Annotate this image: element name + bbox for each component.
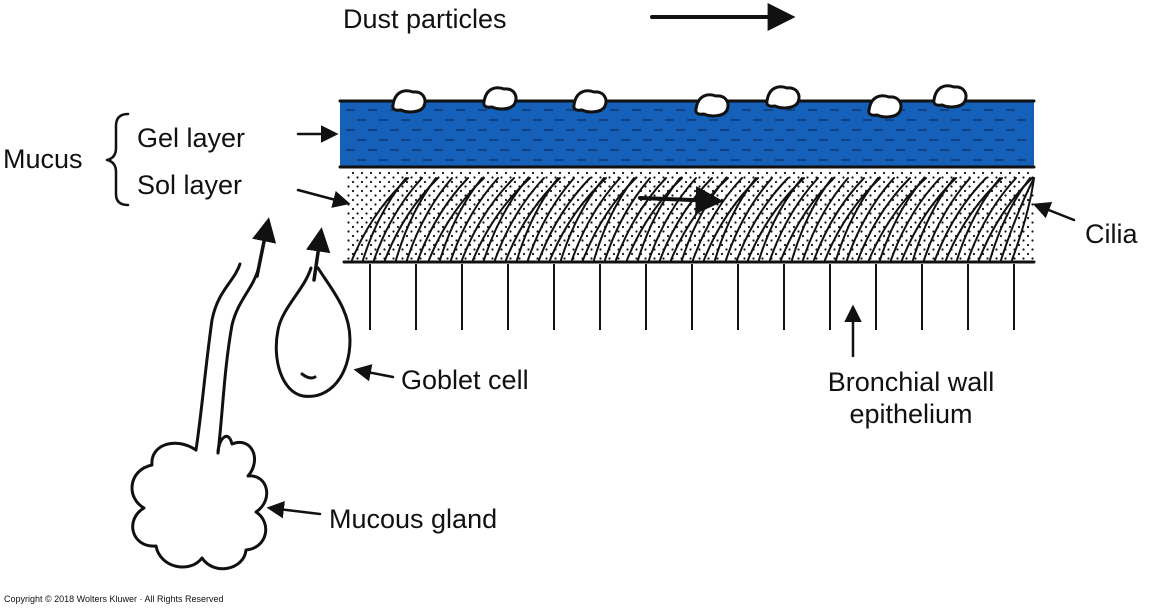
cilium bbox=[527, 177, 575, 261]
mucous-gland-duct-left bbox=[194, 262, 242, 452]
cilium bbox=[406, 177, 453, 261]
cilium bbox=[714, 177, 757, 261]
goblet-cell-label: Goblet cell bbox=[401, 365, 529, 395]
cilium bbox=[758, 177, 803, 261]
cilium bbox=[439, 177, 483, 261]
cilium bbox=[967, 177, 1017, 261]
cilium bbox=[1000, 177, 1035, 261]
mucous-gland-label: Mucous gland bbox=[329, 504, 497, 534]
cilia-pointer-arrow bbox=[1032, 202, 1076, 222]
cilium bbox=[857, 177, 911, 261]
gel-layer-label: Gel layer bbox=[137, 123, 245, 153]
cilium bbox=[516, 177, 559, 261]
mucus-label: Mucus bbox=[3, 144, 83, 174]
goblet-cell-outline bbox=[274, 266, 352, 398]
cilium bbox=[648, 177, 697, 261]
cilium bbox=[494, 177, 545, 261]
cilium bbox=[637, 177, 681, 261]
epithelium-cell-walls bbox=[369, 264, 1015, 330]
dust-particle bbox=[765, 85, 801, 110]
goblet-cell-nucleus bbox=[300, 372, 317, 380]
cilium bbox=[395, 177, 437, 261]
cilium bbox=[791, 177, 833, 261]
cilia-label: Cilia bbox=[1085, 219, 1138, 249]
cilium bbox=[1011, 177, 1035, 261]
dust-particle bbox=[482, 86, 518, 111]
cilium bbox=[813, 177, 865, 261]
mucus-bracket bbox=[105, 112, 130, 207]
cilia-strokes bbox=[351, 177, 1035, 261]
cilium bbox=[450, 177, 499, 261]
gel-layer bbox=[340, 100, 1034, 166]
cilium bbox=[802, 177, 849, 261]
cilium bbox=[846, 177, 895, 261]
sol-layer-label: Sol layer bbox=[137, 170, 242, 200]
goblet-secretion-arrow bbox=[306, 227, 331, 282]
mucous-gland-duct-right bbox=[216, 268, 260, 455]
cilium bbox=[912, 177, 955, 261]
cilium bbox=[604, 177, 651, 261]
bronchial-wall-label-line1: Bronchial wall bbox=[828, 367, 995, 397]
bronchial-wall-label-line2: epithelium bbox=[849, 399, 972, 429]
dust-particles bbox=[391, 84, 968, 119]
cilium bbox=[659, 177, 713, 261]
cilium bbox=[373, 177, 423, 261]
cilium bbox=[681, 177, 727, 261]
dust-particle bbox=[572, 89, 608, 114]
cilium bbox=[593, 177, 635, 261]
mucous-gland-pointer-arrow bbox=[266, 500, 322, 519]
cilium bbox=[615, 177, 667, 261]
mucous-gland-lobes bbox=[130, 434, 269, 571]
cilium bbox=[879, 177, 925, 261]
dust-particle bbox=[867, 94, 903, 119]
dust-particle bbox=[694, 93, 730, 118]
cilium bbox=[461, 177, 515, 261]
cilium bbox=[989, 177, 1031, 261]
cilium bbox=[934, 177, 987, 261]
gel-layer-dashes bbox=[346, 109, 1026, 161]
cilium bbox=[538, 177, 591, 261]
cilium bbox=[725, 177, 773, 261]
sol-layer-pointer-arrow bbox=[296, 188, 351, 208]
gland-secretion-arrow bbox=[252, 217, 277, 278]
cilium bbox=[692, 177, 743, 261]
cilium bbox=[417, 177, 469, 261]
cilium bbox=[835, 177, 879, 261]
cilium bbox=[923, 177, 971, 261]
dust-particle bbox=[932, 84, 968, 109]
goblet-cell-pointer-arrow bbox=[353, 364, 395, 382]
cilium bbox=[571, 177, 621, 261]
cilium bbox=[560, 177, 605, 261]
copyright-notice: Copyright © 2018 Wolters Kluwer · All Ri… bbox=[4, 594, 224, 604]
cilium bbox=[956, 177, 1001, 261]
cilium bbox=[736, 177, 789, 261]
cilia-beat-arrow bbox=[638, 186, 724, 215]
cilium bbox=[483, 177, 529, 261]
dust-particle bbox=[391, 89, 427, 114]
cilium bbox=[362, 177, 407, 261]
cilium bbox=[769, 177, 819, 261]
cilium bbox=[890, 177, 941, 261]
dust-particles-label: Dust particles bbox=[343, 4, 507, 34]
